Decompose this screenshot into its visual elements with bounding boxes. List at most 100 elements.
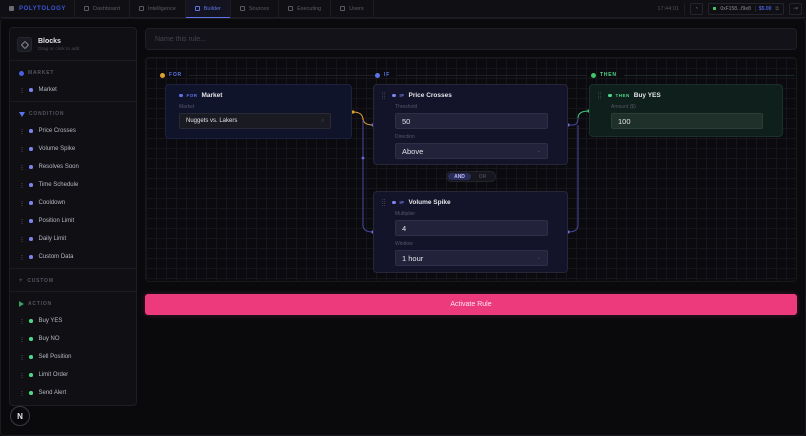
section-custom[interactable]: +CUSTOM (10, 269, 136, 292)
column-label-text: FOR (169, 72, 182, 78)
drag-handle-icon[interactable] (21, 200, 23, 206)
block-daily-limit[interactable]: Daily Limit (10, 230, 136, 248)
category-label: MARKET (28, 70, 55, 76)
activate-rule-button[interactable]: Activate Rule (145, 294, 797, 315)
multiplier-input[interactable]: 4 (395, 220, 548, 236)
tab-sources[interactable]: Sources (231, 0, 280, 17)
direction-select[interactable]: Above ⌄ (395, 143, 548, 159)
drag-handle-icon[interactable] (21, 87, 23, 93)
activity-icon (288, 6, 294, 11)
node-title: Volume Spike (408, 199, 451, 206)
block-volume-spike[interactable]: Volume Spike (10, 140, 136, 158)
chevron-down-icon: ⌄ (536, 148, 541, 154)
field-label: Direction (395, 134, 415, 140)
logout-button[interactable]: ⇥ (789, 2, 802, 15)
search-icon: ⌕ (321, 118, 324, 124)
field-value: 1 hour (402, 253, 424, 263)
node-tag: IF (399, 93, 405, 98)
tab-label: Dashboard (93, 5, 120, 12)
block-custom-data[interactable]: Custom Data (10, 248, 136, 266)
block-buy-yes[interactable]: Buy YES (10, 312, 136, 330)
block-sell-position[interactable]: Sell Position (10, 348, 136, 366)
column-label-text: THEN (600, 72, 617, 78)
block-label: Sell Position (38, 354, 72, 360)
brand[interactable]: POLYTOLOGY (0, 0, 76, 17)
section-action: ACTION Buy YES Buy NO Sell Position Limi… (10, 292, 136, 404)
block-label: Cooldown (38, 200, 66, 206)
block-label: Position Limit (38, 218, 75, 224)
drag-handle-icon[interactable] (21, 390, 23, 396)
block-label: Market (38, 87, 57, 93)
block-label: Buy YES (38, 318, 63, 324)
field-value: Above (402, 146, 424, 156)
block-resolves-soon[interactable]: Resolves Soon (10, 158, 136, 176)
blocks-sidebar: Blocks Drag or click to add MARKET Marke… (9, 27, 137, 406)
drag-handle-icon[interactable] (382, 92, 385, 99)
drag-handle-icon[interactable] (21, 318, 23, 324)
drag-handle-icon[interactable] (21, 336, 23, 342)
node-header: FOR Market (166, 85, 351, 99)
tab-intelligence[interactable]: Intelligence (130, 0, 186, 17)
and-option[interactable]: AND (448, 173, 471, 180)
category-custom[interactable]: +CUSTOM (10, 275, 136, 289)
drag-handle-icon[interactable] (21, 218, 23, 224)
block-market[interactable]: Market (10, 81, 136, 99)
drag-handle-icon[interactable] (21, 236, 23, 242)
drag-handle-icon[interactable] (21, 164, 23, 170)
node-header: THEN Buy YES (590, 85, 782, 99)
block-limit-order[interactable]: Limit Order (10, 366, 136, 384)
logic-toggle: AND OR (446, 171, 496, 182)
tab-dashboard[interactable]: Dashboard (75, 0, 130, 17)
tab-builder[interactable]: Builder (185, 0, 231, 18)
block-time-schedule[interactable]: Time Schedule (10, 176, 136, 194)
market-search-input[interactable]: Nuggets vs. Lakers ⌕ (179, 113, 331, 129)
then-buy-yes-node[interactable]: THEN Buy YES Amount ($) 100 (589, 84, 783, 137)
rule-name-input[interactable]: Name this rule... (145, 28, 797, 50)
block-label: Buy NO (38, 336, 60, 342)
drag-handle-icon[interactable] (598, 92, 601, 99)
block-position-limit[interactable]: Position Limit (10, 212, 136, 230)
block-buy-no[interactable]: Buy NO (10, 330, 136, 348)
column-for-label: FOR (160, 72, 379, 78)
field-value: Nuggets vs. Lakers (186, 118, 238, 124)
avatar[interactable]: N (10, 406, 30, 426)
drag-handle-icon[interactable] (21, 146, 23, 152)
block-price-crosses[interactable]: Price Crosses (10, 122, 136, 140)
or-option[interactable]: OR (478, 173, 487, 180)
threshold-input[interactable]: 50 (395, 113, 548, 129)
block-send-alert[interactable]: Send Alert (10, 384, 136, 402)
block-label: Daily Limit (38, 236, 67, 242)
filter-icon (19, 111, 25, 117)
drag-handle-icon[interactable] (21, 182, 23, 188)
window-select[interactable]: 1 hour⌄ (395, 250, 548, 266)
sidebar-title: Blocks (38, 37, 61, 45)
category-action: ACTION (10, 298, 136, 312)
field-label: Multiplier (395, 211, 416, 217)
tab-users[interactable]: Users (331, 0, 374, 17)
connected-status-icon (712, 6, 717, 11)
if-price-crosses-node[interactable]: IF Price Crosses Threshold 50 Direction … (373, 84, 568, 165)
for-market-node[interactable]: FOR Market Market Nuggets vs. Lakers ⌕ (165, 84, 352, 139)
bullet-icon (29, 183, 33, 187)
amount-input[interactable]: 100 (611, 113, 763, 129)
section-market: MARKET Market (10, 61, 136, 102)
node-header: IF Price Crosses (374, 85, 567, 99)
tab-label: Sources (248, 5, 270, 12)
bullet-icon (29, 147, 33, 151)
drag-handle-icon[interactable] (21, 372, 23, 378)
drag-handle-icon[interactable] (21, 254, 23, 260)
drag-handle-icon[interactable] (382, 199, 385, 206)
drag-handle-icon[interactable] (21, 128, 23, 134)
logo-icon (9, 6, 14, 11)
bullet-icon (29, 373, 33, 377)
category-label: CONDITION (29, 111, 65, 117)
copy-icon[interactable]: ⧉ (775, 5, 779, 12)
bullet-icon (29, 319, 33, 323)
drag-handle-icon[interactable] (21, 354, 23, 360)
tab-executing[interactable]: Executing (279, 0, 332, 17)
wallet-badge[interactable]: 0xF158...f9e8 $5.00 ⧉ (707, 2, 784, 15)
notifications-button[interactable]: ◔ (689, 2, 703, 15)
block-cooldown[interactable]: Cooldown (10, 194, 136, 212)
block-label: Price Crosses (38, 128, 76, 134)
if-volume-spike-node[interactable]: IF Volume Spike Multiplier 4 Window 1 ho… (373, 191, 568, 273)
